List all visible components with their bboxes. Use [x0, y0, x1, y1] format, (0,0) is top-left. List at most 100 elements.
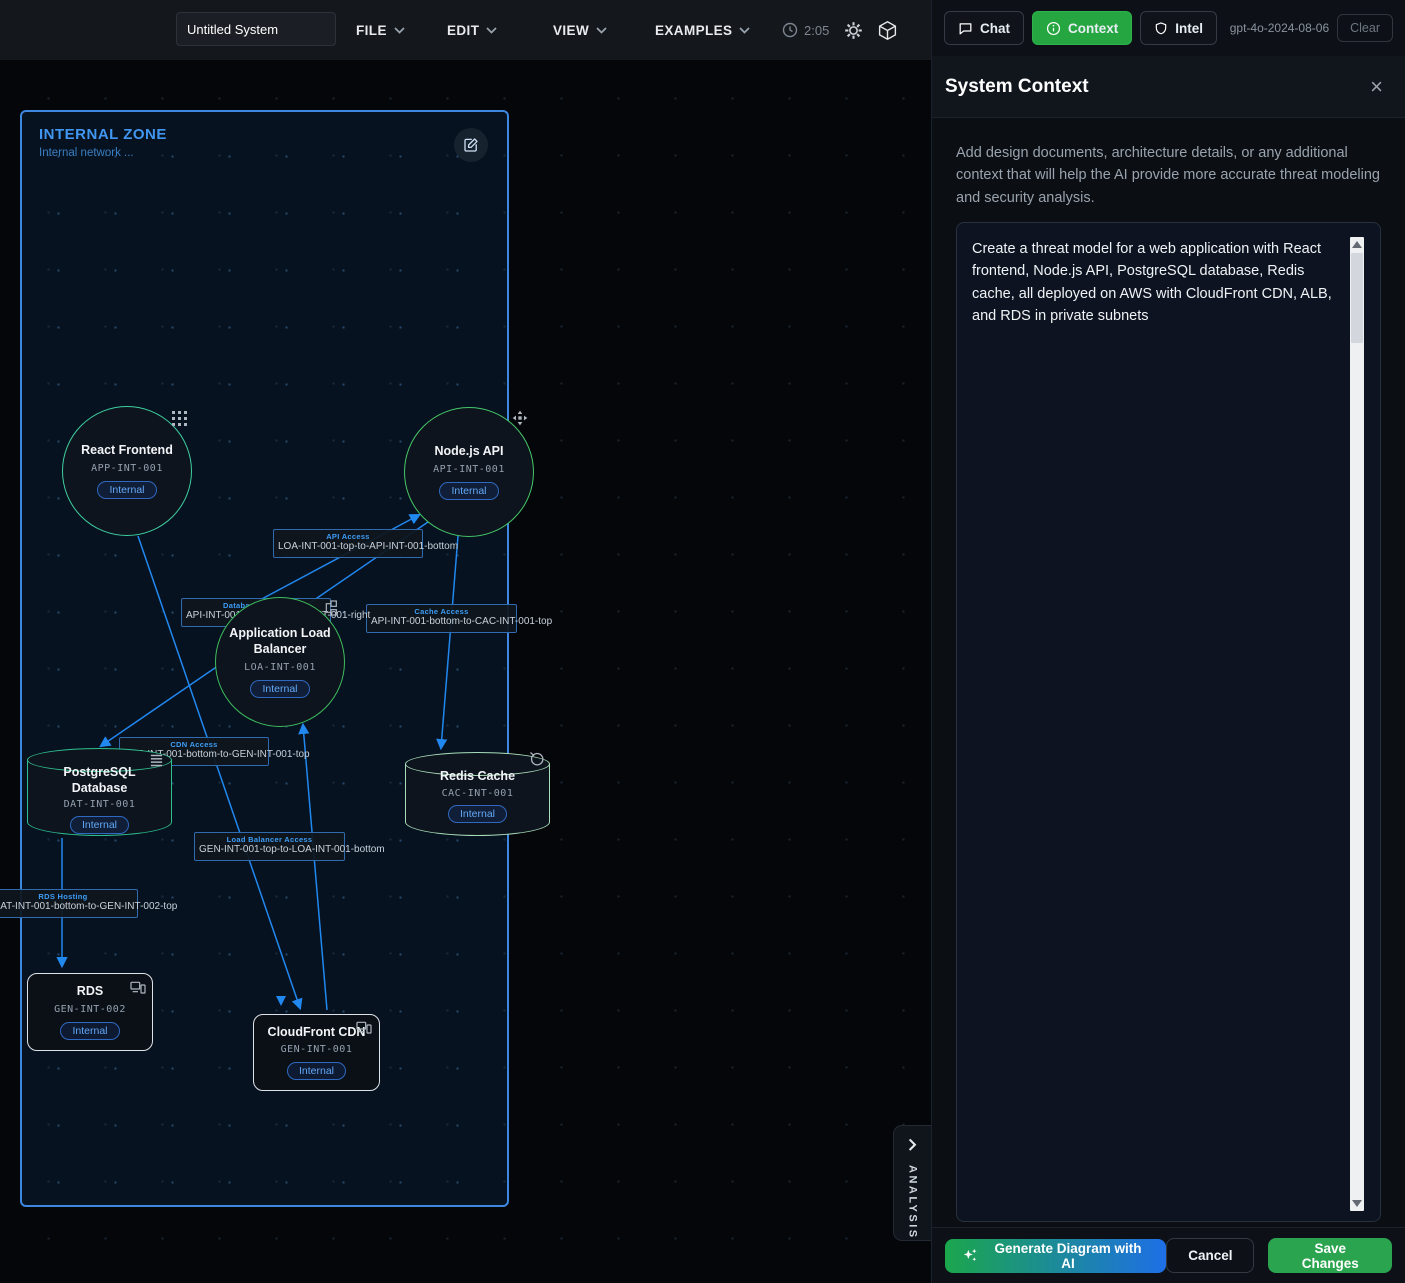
- devices-icon[interactable]: [130, 981, 146, 995]
- chevron-down-icon: [486, 27, 497, 34]
- panel-title: System Context: [945, 76, 1089, 98]
- scroll-down-arrow[interactable]: [1352, 1200, 1362, 1207]
- shield-icon: [1154, 21, 1168, 36]
- node-id: CAC-INT-001: [442, 788, 514, 799]
- system-title-input[interactable]: [176, 12, 336, 46]
- list-icon[interactable]: [149, 753, 164, 768]
- clock-icon: [782, 22, 798, 38]
- edge-api-access: [258, 515, 419, 601]
- cancel-button[interactable]: Cancel: [1166, 1238, 1254, 1273]
- node-badge: Internal: [250, 680, 309, 698]
- edge-id: LOA-INT-001-top-to-API-INT-001-bottom: [278, 541, 418, 554]
- context-textarea-container: Create a threat model for a web applicat…: [956, 222, 1381, 1222]
- node-id: API-INT-001: [433, 464, 505, 475]
- edge-title: RDS Hosting: [0, 892, 133, 901]
- node-badge: Internal: [97, 481, 156, 499]
- tab-intel-label: Intel: [1175, 21, 1203, 36]
- cube-icon: [877, 20, 898, 41]
- generate-diagram-label: Generate Diagram with AI: [987, 1241, 1149, 1271]
- context-textarea[interactable]: Create a threat model for a web applicat…: [957, 223, 1380, 1221]
- node-badge: Internal: [448, 805, 507, 823]
- tab-context-label: Context: [1068, 21, 1118, 36]
- menu-view-label: VIEW: [553, 23, 589, 38]
- chevron-down-icon: [394, 27, 405, 34]
- save-changes-button[interactable]: Save Changes: [1268, 1238, 1392, 1273]
- assistant-panel: Chat Context Intel gpt-4o-2024-08-06 Cle…: [931, 0, 1405, 1283]
- sparkles-icon: [962, 1247, 979, 1264]
- edge-title: Load Balancer Access: [199, 835, 340, 844]
- menu-edit[interactable]: EDIT: [447, 0, 497, 60]
- edge-lb-access: [303, 725, 327, 1010]
- menu-examples[interactable]: EXAMPLES: [655, 0, 750, 60]
- grid-icon[interactable]: [172, 411, 187, 426]
- edge-id: DAT-INT-001-bottom-to-GEN-INT-002-top: [0, 901, 133, 914]
- scrollbar-thumb[interactable]: [1351, 253, 1363, 343]
- close-icon[interactable]: ×: [1364, 75, 1389, 99]
- node-name: Node.js API: [435, 444, 504, 460]
- menu-file-label: FILE: [356, 23, 387, 38]
- node-name: CloudFront CDN: [268, 1025, 366, 1041]
- edge-id: API-INT-001-bottom-to-CAC-INT-001-top: [371, 616, 512, 629]
- menu-examples-label: EXAMPLES: [655, 23, 732, 38]
- devices-icon[interactable]: [356, 1021, 372, 1035]
- chevron-right-icon: [908, 1138, 917, 1151]
- diagram-canvas[interactable]: INTERNAL ZONE Internal network ...: [0, 60, 931, 1283]
- tab-context[interactable]: Context: [1032, 11, 1132, 45]
- tab-chat-label: Chat: [980, 21, 1010, 36]
- session-timer: 2:05: [782, 0, 829, 60]
- context-section-header: System Context ×: [932, 56, 1405, 118]
- node-id: LOA-INT-001: [244, 662, 316, 673]
- node-name: Redis Cache: [440, 769, 515, 785]
- node-id: DAT-INT-001: [64, 799, 136, 810]
- settings-button[interactable]: [842, 19, 864, 41]
- gear-icon: [844, 21, 863, 40]
- node-id: GEN-INT-002: [54, 1004, 126, 1015]
- node-name: RDS: [77, 984, 103, 1000]
- context-description: Add design documents, architecture detai…: [956, 142, 1381, 209]
- menu-edit-label: EDIT: [447, 23, 479, 38]
- scroll-up-arrow[interactable]: [1352, 241, 1362, 248]
- edges-layer: [0, 60, 931, 1283]
- edge-label-rds-hosting[interactable]: RDS Hosting DAT-INT-001-bottom-to-GEN-IN…: [0, 889, 138, 918]
- edge-label-api-access[interactable]: API Access LOA-INT-001-top-to-API-INT-00…: [273, 529, 423, 558]
- analysis-panel-toggle[interactable]: ANALYSIS: [893, 1125, 931, 1241]
- edge-label-cache-access[interactable]: Cache Access API-INT-001-bottom-to-CAC-I…: [366, 604, 517, 633]
- network-icon[interactable]: [322, 600, 338, 616]
- node-badge: Internal: [60, 1022, 119, 1040]
- node-id: APP-INT-001: [91, 463, 163, 474]
- status-icon[interactable]: [528, 750, 545, 767]
- textarea-scrollbar[interactable]: [1350, 237, 1364, 1211]
- 3d-view-button[interactable]: [876, 19, 898, 41]
- node-name: Application Load Balancer: [224, 626, 336, 657]
- node-badge: Internal: [439, 482, 498, 500]
- menu-view[interactable]: VIEW: [553, 0, 607, 60]
- analysis-tab-label: ANALYSIS: [907, 1165, 919, 1240]
- top-menubar: FILE EDIT VIEW EXAMPLES 2:05: [0, 0, 931, 60]
- node-badge: Internal: [70, 816, 129, 834]
- arrowhead: [276, 996, 286, 1006]
- edge-label-lb-access[interactable]: Load Balancer Access GEN-INT-001-top-to-…: [194, 832, 345, 861]
- move-icon[interactable]: [512, 410, 528, 426]
- tab-chat[interactable]: Chat: [944, 11, 1024, 45]
- menu-file[interactable]: FILE: [356, 0, 405, 60]
- timer-value: 2:05: [804, 23, 829, 38]
- assistant-tabbar: Chat Context Intel gpt-4o-2024-08-06 Cle…: [932, 0, 1405, 56]
- node-application-load-balancer[interactable]: Application Load Balancer LOA-INT-001 In…: [215, 597, 345, 727]
- generate-diagram-button[interactable]: Generate Diagram with AI: [945, 1239, 1166, 1273]
- node-badge: Internal: [287, 1062, 346, 1080]
- chevron-down-icon: [596, 27, 607, 34]
- edge-title: API Access: [278, 532, 418, 541]
- node-id: GEN-INT-001: [281, 1044, 353, 1055]
- node-nodejs-api[interactable]: Node.js API API-INT-001 Internal: [404, 407, 534, 537]
- node-name: React Frontend: [81, 443, 173, 459]
- chat-icon: [958, 21, 973, 36]
- model-name: gpt-4o-2024-08-06: [1230, 21, 1329, 35]
- edge-title: Cache Access: [371, 607, 512, 616]
- chevron-down-icon: [739, 27, 750, 34]
- panel-action-bar: Generate Diagram with AI Cancel Save Cha…: [932, 1227, 1405, 1283]
- edge-id: GEN-INT-001-top-to-LOA-INT-001-bottom: [199, 844, 340, 857]
- clear-button[interactable]: Clear: [1337, 14, 1393, 42]
- tab-intel[interactable]: Intel: [1140, 11, 1217, 45]
- node-name: PostgreSQL Database: [44, 765, 156, 796]
